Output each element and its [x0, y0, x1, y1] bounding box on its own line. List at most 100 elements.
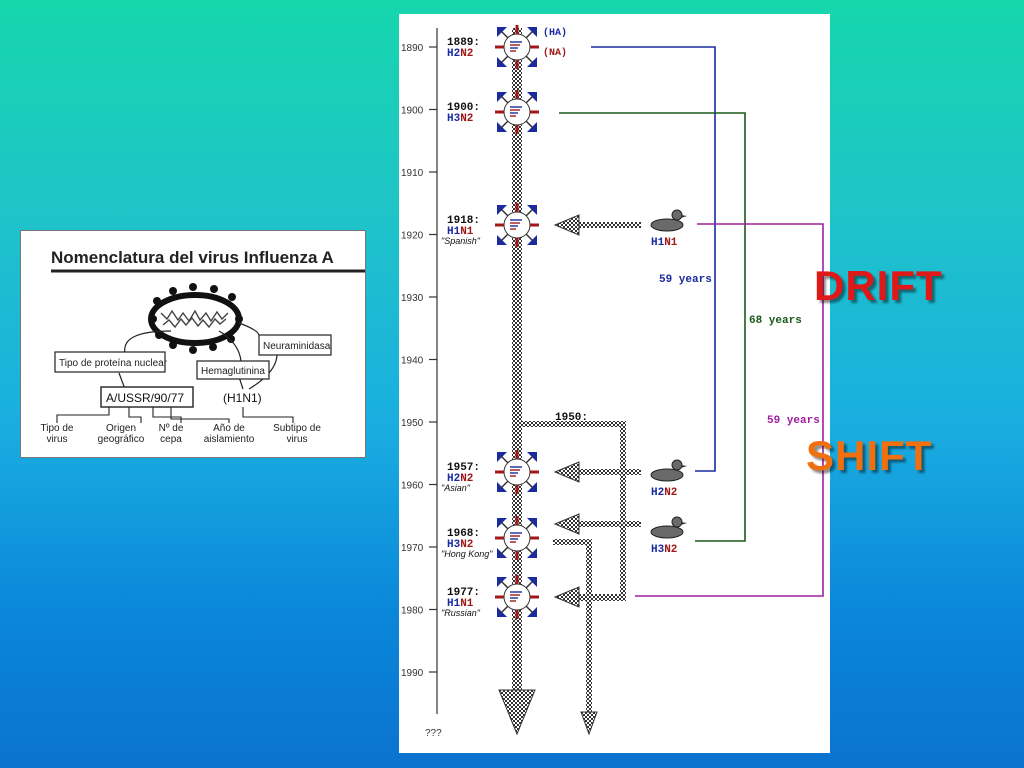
pandemic-subtype: H1N1	[447, 226, 474, 238]
pandemic-year: 1918:	[447, 215, 480, 227]
duck-icon	[650, 516, 687, 539]
branch-1950-line	[522, 421, 626, 601]
timeline-end-label: ???	[425, 728, 442, 739]
inbound-arrow-head	[553, 461, 580, 483]
field-cepa-l1: Nº de	[159, 423, 184, 434]
pandemic-name: "Asian"	[441, 483, 471, 493]
pandemic-year: 1957:	[447, 462, 480, 474]
pandemic-year: 1889:	[447, 37, 480, 49]
interval-68-green: 68 years	[749, 315, 802, 327]
shift-label: SHIFT	[806, 432, 932, 480]
year-label: 1910	[401, 168, 424, 179]
field-subtipo-l2: virus	[286, 434, 307, 445]
strain-name: A/USSR/90/77	[106, 391, 184, 405]
duck-subtype: H3N2	[651, 544, 677, 556]
nomenclature-diagram: Nomenclatura del virus Influenza A	[41, 248, 365, 445]
interval-line-blue	[591, 46, 716, 472]
year-label: 1990	[401, 668, 424, 679]
inbound-arrow-shaft	[577, 594, 625, 600]
year-label: 1890	[401, 43, 424, 54]
pandemic-marker: 1918:H1N1"Spanish"	[441, 203, 539, 247]
bird-arrows	[553, 214, 641, 608]
year-label: 1980	[401, 606, 424, 617]
year-label: 1940	[401, 356, 424, 367]
pandemic-marker: 1900:H3N2	[447, 90, 539, 134]
pandemic-markers: 1889:H2N21900:H3N21918:H1N1"Spanish"1957…	[441, 25, 539, 619]
pandemic-name: "Russian"	[441, 608, 481, 618]
main-lineage-arrowhead	[498, 689, 536, 736]
pandemic-year: 1977:	[447, 587, 480, 599]
duck-subtype: H1N1	[651, 237, 678, 249]
year-axis-ticks: 1890190019101920193019401950196019701980…	[401, 43, 437, 679]
duck-icon	[650, 459, 687, 482]
pandemic-marker: 1968:H3N2"Hong Kong"	[441, 516, 539, 560]
nomenclature-panel: Nomenclatura del virus Influenza A	[20, 230, 366, 458]
year-1950-label: 1950:	[555, 412, 588, 424]
box-hemaglutinina: Hemaglutinina	[196, 360, 270, 380]
pandemic-subtype: H3N2	[447, 539, 473, 551]
inbound-arrow-shaft	[577, 521, 641, 527]
virus-icon	[495, 203, 539, 247]
field-origen-l2: geográfico	[98, 434, 145, 445]
legend-ha: (HA)	[543, 27, 567, 39]
interval-line-green	[559, 112, 746, 542]
field-labels: Tipo de virus Origen geográfico Nº de ce…	[41, 423, 322, 445]
main-lineage-band	[512, 28, 522, 698]
year-label: 1900	[401, 106, 424, 117]
virus-icon	[495, 450, 539, 494]
year-label: 1920	[401, 231, 424, 242]
field-anio-l1: Año de	[213, 423, 245, 434]
duck-subtype: H2N2	[651, 487, 677, 499]
pandemic-subtype: H2N2	[447, 473, 473, 485]
pandemic-subtype: H2N2	[447, 48, 473, 60]
inbound-arrow-head	[553, 214, 580, 236]
year-label: 1930	[401, 293, 424, 304]
pandemic-subtype: H1N1	[447, 598, 474, 610]
virus-icon	[495, 25, 539, 69]
virus-icon	[495, 90, 539, 134]
interval-59-purple: 59 years	[767, 415, 820, 427]
virus-icon	[495, 516, 539, 560]
box-strain: A/USSR/90/77	[100, 386, 194, 408]
inbound-arrow-head	[553, 513, 580, 535]
pandemic-name: "Hong Kong"	[441, 549, 493, 559]
field-cepa-l2: cepa	[160, 434, 182, 445]
branch-arrowhead	[580, 711, 598, 736]
pandemic-marker: 1957:H2N2"Asian"	[441, 450, 539, 494]
virus-particle-icon	[148, 283, 243, 354]
inbound-arrow-shaft	[577, 222, 641, 228]
field-brackets	[56, 407, 294, 423]
inbound-arrow-shaft	[577, 469, 641, 475]
inbound-arrow-head	[553, 586, 580, 608]
box-nucleo: Tipo de proteína nuclear	[54, 351, 168, 373]
pandemic-year: 1900:	[447, 102, 480, 114]
nomenclature-title: Nomenclatura del virus Influenza A	[51, 248, 334, 267]
pandemic-year: 1968:	[447, 528, 480, 540]
year-label: 1950	[401, 418, 424, 429]
box-neuraminidasa: Neuraminidasa	[258, 334, 332, 356]
label-neuraminidasa: Neuraminidasa	[263, 341, 331, 352]
field-tipo-l2: virus	[46, 434, 67, 445]
duck-icon	[650, 209, 687, 232]
label-hemaglutinina: Hemaglutinina	[201, 366, 265, 377]
field-tipo-l1: Tipo de	[41, 423, 74, 434]
timeline-diagram: 1890190019101920193019401950196019701980…	[401, 25, 824, 739]
drift-label-text: DRIFT	[814, 262, 943, 309]
pandemic-subtype: H3N2	[447, 113, 473, 125]
interval-59-blue: 59 years	[659, 274, 712, 286]
drift-label: DRIFT	[814, 262, 943, 310]
shift-label-text: SHIFT	[806, 432, 933, 479]
field-subtipo-l1: Subtipo de	[273, 423, 321, 434]
legend-na: (NA)	[543, 47, 567, 59]
subtype-label: (H1N1)	[223, 391, 262, 405]
nomenclature-connectors	[118, 322, 278, 390]
year-label: 1970	[401, 543, 424, 554]
pandemic-name: "Spanish"	[441, 236, 481, 246]
branch-1968-line	[553, 539, 592, 728]
pandemic-marker: 1977:H1N1"Russian"	[441, 575, 539, 619]
label-nucleo: Tipo de proteína nuclear	[59, 358, 168, 369]
field-anio-l2: aislamiento	[204, 434, 255, 445]
interval-line-purple	[635, 223, 824, 597]
